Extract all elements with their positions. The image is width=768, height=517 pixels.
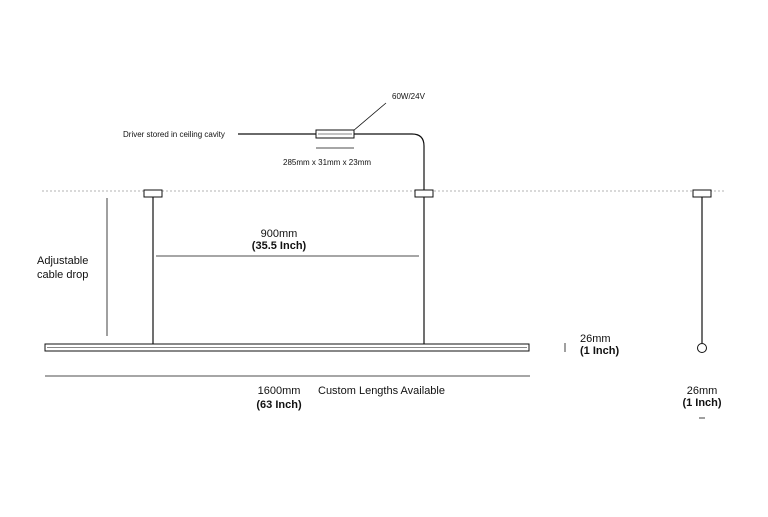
end-view-metric: 26mm (687, 385, 718, 397)
canopy-left (143, 189, 163, 198)
length-imperial-label: (63 Inch) (256, 399, 302, 411)
profile-height-metric: 26mm (580, 333, 611, 345)
span-imperial-label: (35.5 Inch) (252, 240, 307, 252)
driver-location-label: Driver stored in ceiling cavity (123, 130, 225, 139)
cable-drop-label-line1: Adjustable (37, 255, 88, 267)
driver-dimensions-label: 285mm x 31mm x 23mm (283, 158, 371, 167)
end-view-profile (697, 343, 707, 353)
canopy-end-view (692, 189, 712, 198)
length-metric-label: 1600mm (258, 385, 301, 397)
cable-drop-label-line2: cable drop (37, 269, 88, 281)
end-view-imperial: (1 Inch) (682, 397, 721, 409)
canopy-right (414, 189, 434, 198)
profile-height-imperial: (1 Inch) (580, 345, 619, 357)
driver-power-label: 60W/24V (392, 92, 426, 101)
driver-power-leader (352, 102, 387, 132)
driver-output-cable (354, 133, 425, 191)
span-metric-label: 900mm (261, 228, 298, 240)
custom-lengths-note: Custom Lengths Available (318, 385, 445, 397)
